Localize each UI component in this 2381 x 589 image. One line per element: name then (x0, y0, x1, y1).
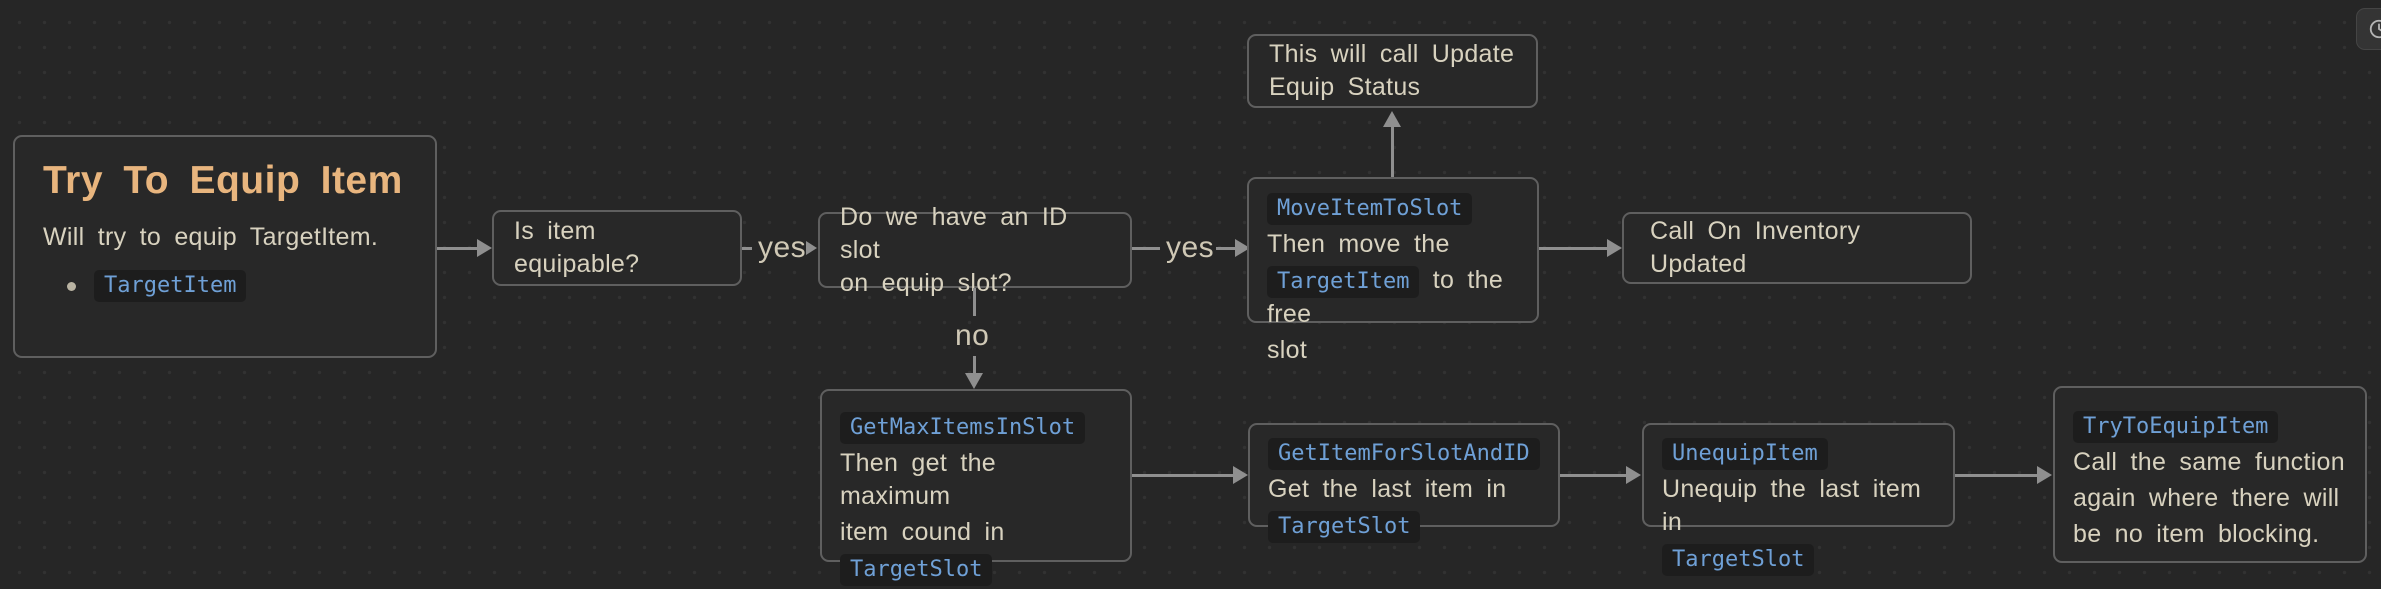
edge-line (742, 247, 752, 250)
node-text-line1: Do we have an ID slot (840, 202, 1068, 264)
edge-line (1132, 474, 1235, 477)
node-text-line1: This will call Update (1269, 40, 1515, 68)
node-text-line2: Equip Status (1269, 73, 1421, 101)
node-get-max-items-in-slot[interactable]: GetMaxItemsInSlot Then get the maximum i… (820, 389, 1132, 586)
node-get-item-for-slot-and-id[interactable]: GetItemForSlotAndID Get the last item in… (1248, 423, 1560, 543)
arrowhead-right-icon (477, 239, 492, 257)
edge-label-yes[interactable]: yes (1166, 231, 1215, 264)
node-text-line1: Get the last item in (1268, 475, 1507, 503)
arrowhead-right-icon (1626, 466, 1641, 484)
node-is-item-equipable[interactable]: Is item equipable? (492, 210, 742, 286)
edge-label-yes[interactable]: yes (758, 231, 807, 264)
bullet-icon (67, 281, 76, 291)
code-chip-targetslot: TargetSlot (1268, 511, 1421, 543)
code-chip-targetslot: TargetSlot (1662, 544, 1815, 576)
code-chip-fn: GetItemForSlotAndID (1268, 438, 1540, 470)
arrowhead-down-icon (965, 373, 983, 389)
code-chip-fn: MoveItemToSlot (1267, 193, 1473, 225)
history-button[interactable] (2356, 8, 2381, 50)
arrowhead-right-icon (1233, 466, 1248, 484)
edge-line (1132, 247, 1160, 250)
code-chip-fn: UnequipItem (1662, 438, 1828, 470)
arrowhead-up-icon (1383, 111, 1401, 127)
node-try-to-equip-item-again[interactable]: TryToEquipItem Call the same function ag… (2053, 386, 2367, 563)
node-text-line2: to the free (1267, 266, 1504, 328)
edge-line (437, 247, 480, 250)
node-move-item-to-slot[interactable]: MoveItemToSlot Then move the TargetItem … (1247, 177, 1539, 364)
arrowhead-right-icon (1607, 239, 1622, 257)
edge-line (1539, 247, 1609, 250)
code-chip-fn: GetMaxItemsInSlot (840, 412, 1086, 444)
arrowhead-right-icon (2037, 466, 2052, 484)
node-unequip-item[interactable]: UnequipItem Unequip the last item in Tar… (1642, 423, 1955, 576)
edge-line (973, 288, 976, 316)
node-text: Is item equipable? (514, 217, 640, 278)
node-text: Call On Inventory Updated (1650, 217, 1861, 278)
edge-label-no[interactable]: no (955, 319, 990, 352)
code-chip-targetitem: TargetItem (1267, 266, 1420, 298)
node-subtitle: Will try to equip TargetItem. (43, 223, 379, 251)
arrowhead-right-icon (806, 241, 817, 255)
edge-line (1955, 474, 2039, 477)
node-text-line1: Unequip the last item in (1662, 475, 1922, 536)
code-chip-targetslot: TargetSlot (840, 554, 993, 586)
node-do-we-have-id-slot[interactable]: Do we have an ID slot on equip slot? (818, 203, 1132, 297)
node-text-line3: be no item blocking. (2073, 520, 2320, 548)
node-text-line2: item cound in (840, 518, 1005, 546)
node-text-line2: on equip slot? (840, 268, 1012, 297)
node-call-on-inventory-updated[interactable]: Call On Inventory Updated (1622, 212, 1972, 284)
node-title: Try To Equip Item (43, 159, 403, 202)
edge-line (973, 356, 976, 375)
node-update-equip-status[interactable]: This will call Update Equip Status (1247, 34, 1538, 108)
bullet-item: TargetItem (43, 270, 407, 302)
code-chip-fn: TryToEquipItem (2073, 411, 2279, 443)
node-text-line1: Then get the maximum (840, 449, 996, 510)
node-text-line1: Then move the (1267, 230, 1450, 258)
code-chip-targetitem: TargetItem (94, 270, 247, 302)
node-try-to-equip-item[interactable]: Try To Equip Item Will try to equip Targ… (13, 135, 437, 358)
edge-line (1560, 474, 1628, 477)
edge-line (1391, 125, 1394, 177)
arrowhead-right-icon (1235, 239, 1250, 257)
edge-line (1216, 247, 1236, 250)
node-text-line1: Call the same function (2073, 448, 2345, 476)
node-text-line3: slot (1267, 336, 1308, 364)
clock-history-icon (2369, 19, 2381, 39)
node-text-line2: again where there will (2073, 484, 2340, 512)
